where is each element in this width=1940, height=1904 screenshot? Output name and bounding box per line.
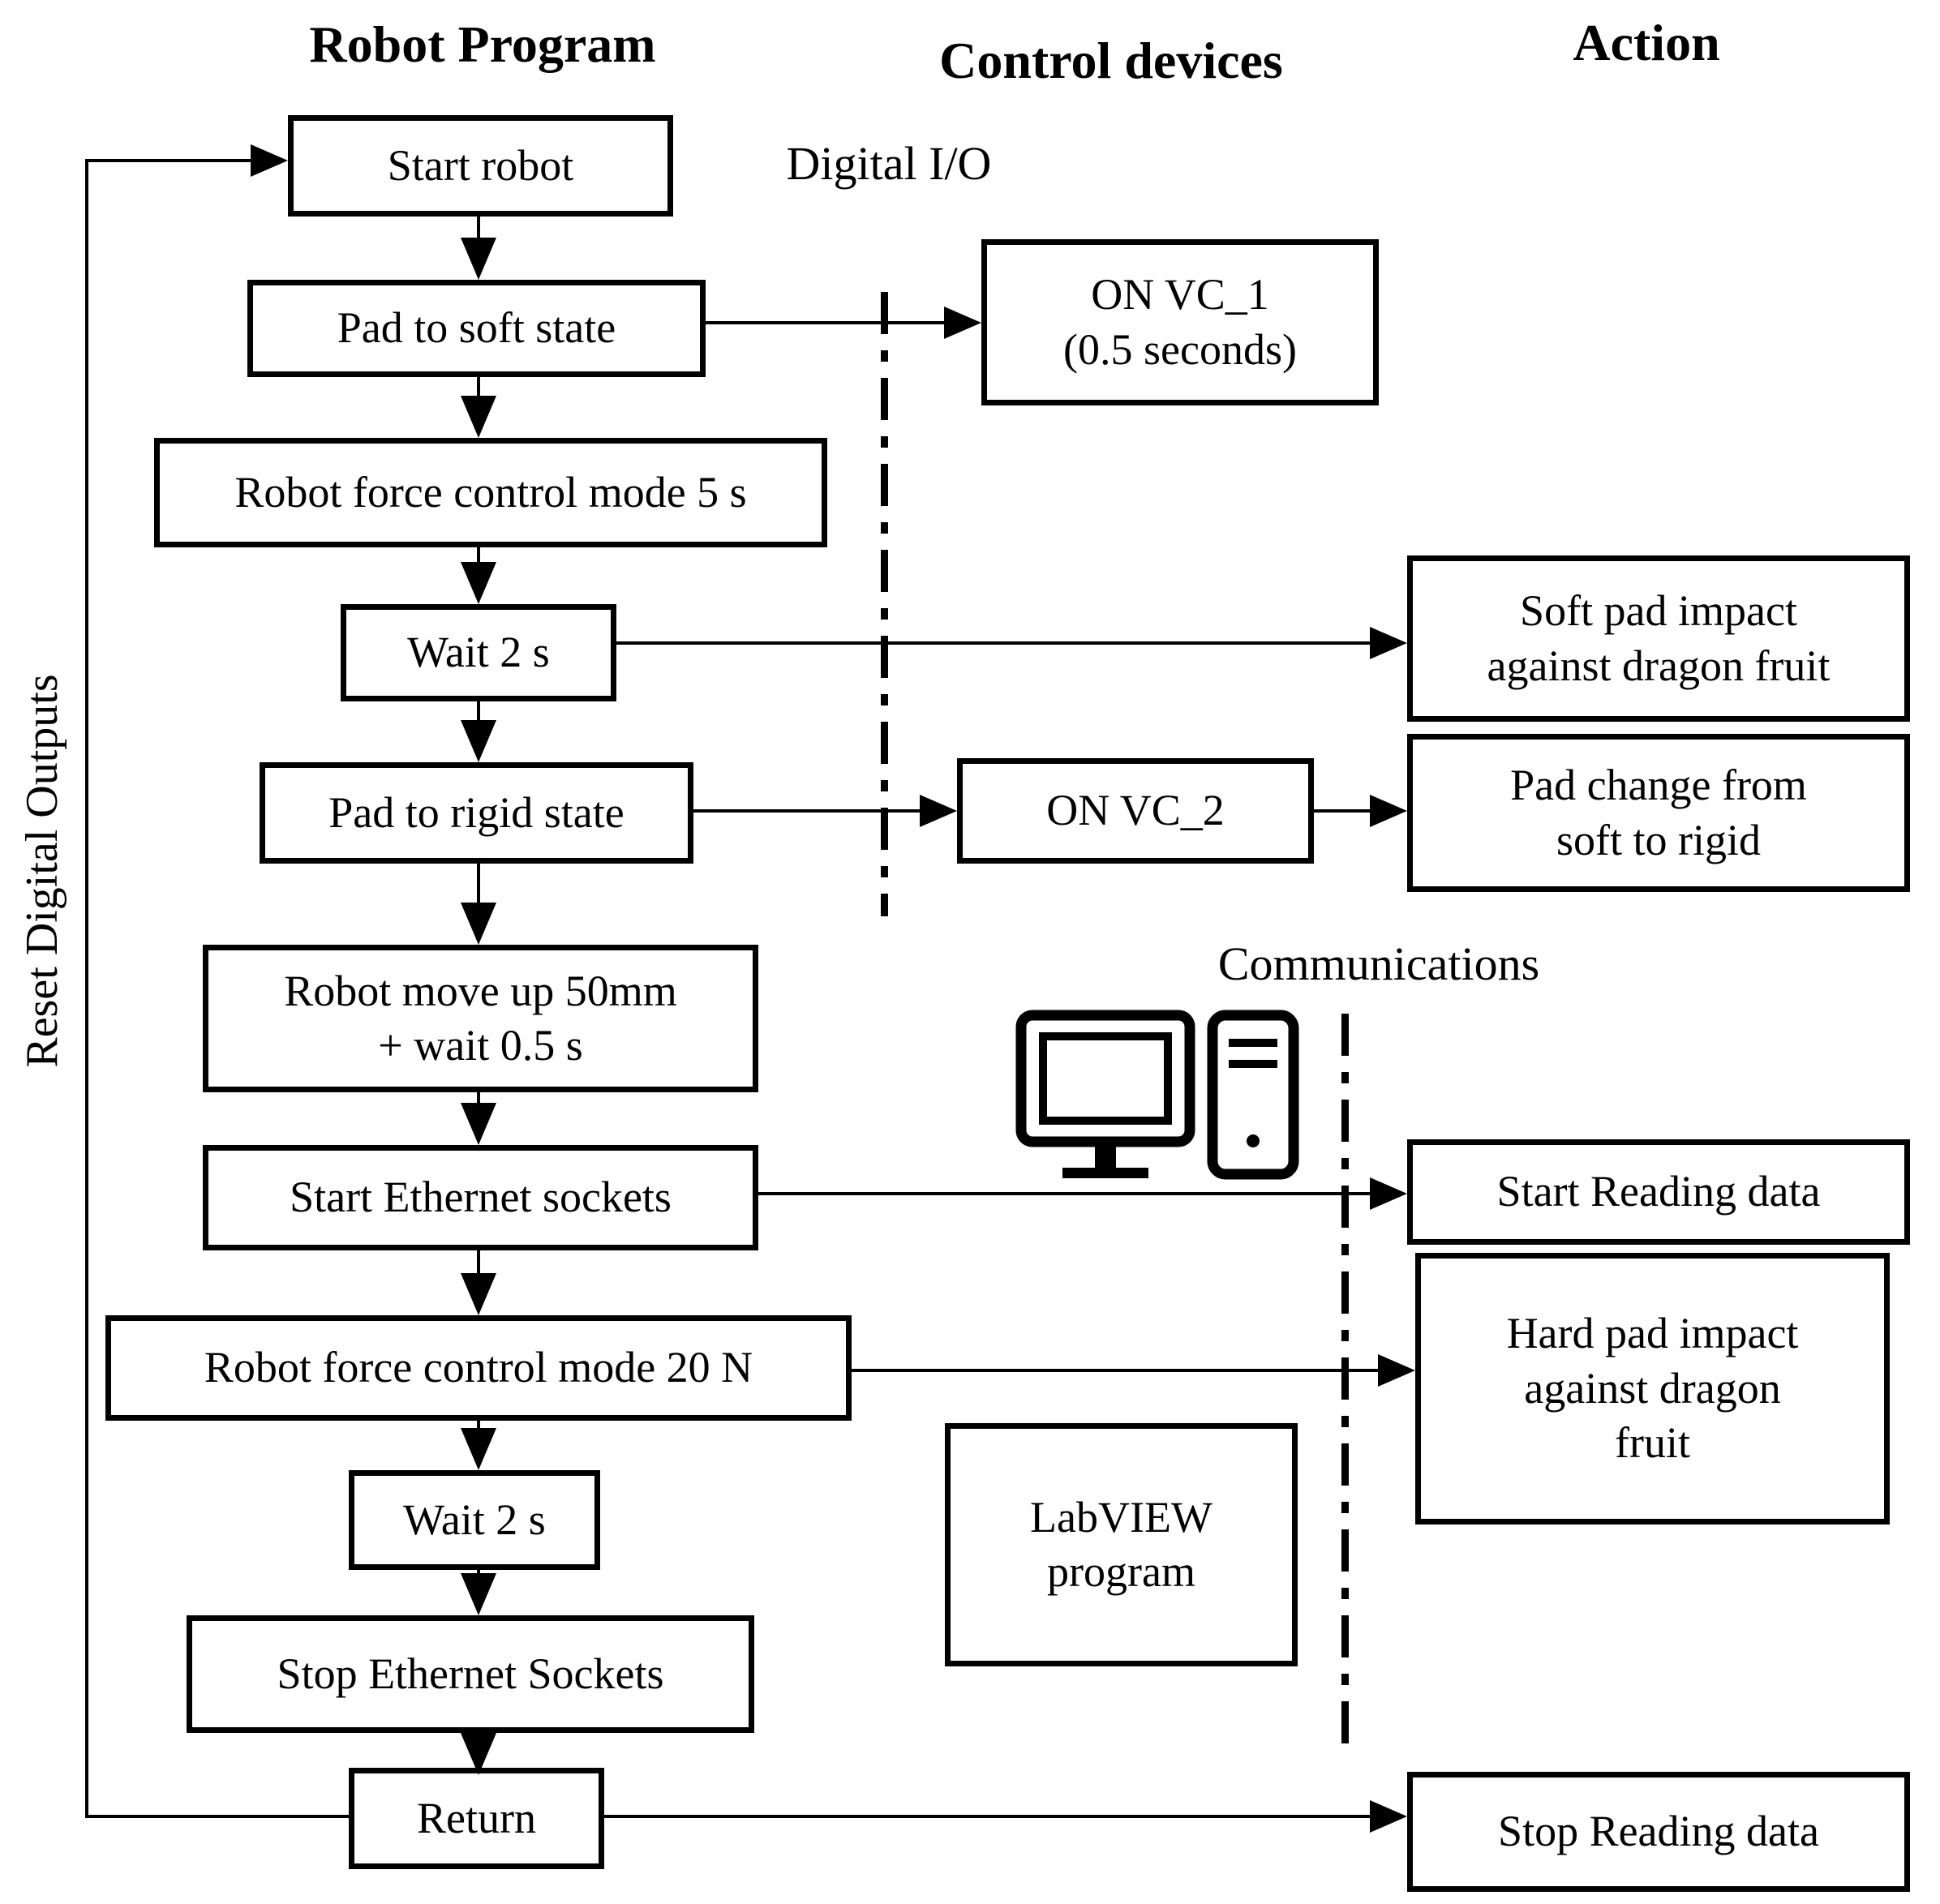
communications-label: Communications <box>1217 937 1540 990</box>
flow-box-move-up-line1: Robot move up 50mm <box>284 966 677 1015</box>
action-box-start-reading-data-text: Start Reading data <box>1496 1167 1821 1216</box>
control-box-labview-line2: program <box>1047 1547 1195 1596</box>
action-box-pad-change-line1: Pad change from <box>1510 761 1807 809</box>
flow-box-force-control-5s: Robot force control mode 5 s <box>154 438 827 547</box>
arrow-padrigid-to-moveup <box>461 864 496 945</box>
flow-box-wait-2s-second: Wait 2 s <box>349 1470 600 1570</box>
action-box-soft-pad-impact-line1: Soft pad impact <box>1520 586 1797 635</box>
flow-box-return-text: Return <box>417 1793 536 1842</box>
control-box-on-vc2-text: ON VC_2 <box>1046 786 1225 835</box>
action-box-hard-pad-impact-line3: fruit <box>1615 1418 1690 1468</box>
flow-box-start-ethernet-sockets: Start Ethernet sockets <box>203 1145 758 1250</box>
column-header-robot-program: Robot Program <box>309 15 656 73</box>
action-box-hard-pad-impact-line2: against dragon <box>1524 1363 1781 1413</box>
flow-box-pad-to-rigid-state-text: Pad to rigid state <box>328 787 624 837</box>
flow-box-force-control-5s-text: Robot force control mode 5 s <box>234 467 747 517</box>
flow-box-return: Return <box>349 1768 604 1869</box>
flow-box-move-up-line2: + wait 0.5 s <box>378 1021 583 1070</box>
column-header-action: Action <box>1573 14 1720 71</box>
control-box-on-vc1: ON VC_1 (0.5 seconds) <box>981 239 1379 405</box>
arrow-force5-to-wait2a <box>461 547 496 604</box>
flow-box-wait-2s-first-text: Wait 2 s <box>407 628 550 677</box>
arrow-ethstart-to-startreading <box>758 1177 1407 1210</box>
arrow-wait2a-to-padrigid <box>461 701 496 762</box>
flow-box-move-up: Robot move up 50mm + wait 0.5 s <box>203 945 758 1092</box>
flow-box-pad-to-rigid-state: Pad to rigid state <box>260 762 693 864</box>
action-box-soft-pad-impact-line2: against dragon fruit <box>1487 641 1831 690</box>
flow-box-pad-to-soft-state-text: Pad to soft state <box>337 303 616 353</box>
arrow-moveup-to-ethstart <box>461 1092 496 1145</box>
arrow-force20-to-hardimpact <box>852 1354 1415 1387</box>
reset-digital-outputs-label: Reset Digital Outputs <box>17 674 67 1068</box>
action-box-hard-pad-impact-line1: Hard pad impact <box>1506 1309 1799 1358</box>
arrow-start-to-padsoft <box>461 217 496 280</box>
communications-separator-line <box>1341 1014 1349 1756</box>
arrow-ethstart-to-force20 <box>461 1250 496 1315</box>
digital-io-separator-line <box>881 292 888 916</box>
column-header-control-devices: Control devices <box>939 32 1283 89</box>
arrow-onvc2-to-padchange <box>1314 795 1407 827</box>
arrow-padrigid-to-onvc2 <box>693 795 957 827</box>
desktop-computer-icon <box>1015 1010 1299 1186</box>
action-box-soft-pad-impact: Soft pad impact against dragon fruit <box>1407 555 1910 722</box>
flow-box-stop-ethernet-sockets-text: Stop Ethernet Sockets <box>277 1649 664 1698</box>
flow-box-pad-to-soft-state: Pad to soft state <box>247 280 706 377</box>
flow-box-start-robot-text: Start robot <box>387 140 574 190</box>
action-box-hard-pad-impact: Hard pad impact against dragon fruit <box>1415 1253 1890 1524</box>
action-box-stop-reading-data-text: Stop Reading data <box>1498 1807 1819 1856</box>
control-box-labview-program: LabVIEW program <box>945 1423 1298 1666</box>
arrow-padsoft-to-onvc1 <box>706 307 981 339</box>
flow-box-wait-2s-first: Wait 2 s <box>341 604 616 701</box>
arrow-ethstop-to-return <box>461 1733 496 1775</box>
action-box-stop-reading-data: Stop Reading data <box>1407 1772 1910 1892</box>
action-box-pad-change-line2: soft to rigid <box>1556 815 1761 864</box>
flow-box-stop-ethernet-sockets: Stop Ethernet Sockets <box>187 1615 754 1733</box>
arrow-force20-to-wait2b <box>461 1421 496 1470</box>
control-box-on-vc1-line1: ON VC_1 <box>1091 270 1269 319</box>
digital-io-label: Digital I/O <box>786 137 992 190</box>
control-box-on-vc2: ON VC_2 <box>957 758 1314 864</box>
flow-box-start-robot: Start robot <box>288 115 673 217</box>
action-box-start-reading-data: Start Reading data <box>1407 1139 1910 1245</box>
flow-box-force-control-20n-text: Robot force control mode 20 N <box>204 1343 753 1392</box>
arrow-wait2b-to-ethstop <box>461 1570 496 1615</box>
arrow-wait2a-to-softimpact <box>616 627 1407 659</box>
control-box-on-vc1-line2: (0.5 seconds) <box>1063 324 1297 374</box>
arrow-padsoft-to-force5 <box>461 377 496 438</box>
flow-box-force-control-20n: Robot force control mode 20 N <box>105 1315 852 1421</box>
flow-box-start-ethernet-sockets-text: Start Ethernet sockets <box>290 1173 672 1222</box>
reset-loop-vertical-segment <box>85 161 88 1818</box>
control-box-labview-line1: LabVIEW <box>1030 1492 1212 1542</box>
reset-loop-arrow-to-start <box>85 144 288 177</box>
action-box-pad-change: Pad change from soft to rigid <box>1407 734 1910 892</box>
arrow-return-to-stopreading <box>604 1800 1407 1833</box>
reset-loop-bottom-segment <box>85 1815 349 1818</box>
flow-box-wait-2s-second-text: Wait 2 s <box>403 1494 546 1544</box>
